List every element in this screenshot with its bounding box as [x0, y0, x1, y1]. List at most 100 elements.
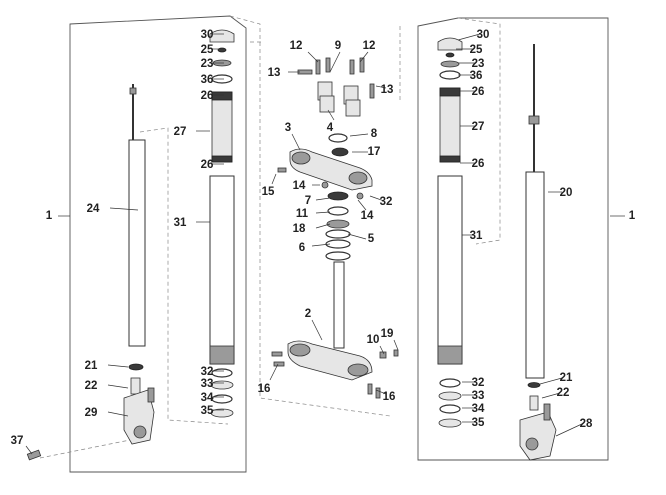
leader-line-c18 — [315, 223, 331, 229]
leader-line-c22b — [541, 392, 561, 399]
leader-line-c2 — [311, 319, 323, 341]
callout-c35a: 35 — [201, 405, 214, 417]
lower-triple-clamp — [271, 261, 399, 399]
callout-c27b: 27 — [472, 121, 485, 133]
callout-c24: 24 — [87, 203, 100, 215]
leader-line-c21b — [539, 377, 563, 385]
right-upper-parts — [437, 37, 463, 428]
callout-c20: 20 — [560, 187, 573, 199]
callout-c21b: 21 — [560, 372, 573, 384]
callout-c15: 15 — [262, 186, 275, 198]
leader-line-c10 — [379, 345, 385, 355]
callout-c13a: 13 — [268, 67, 281, 79]
callout-c32a: 32 — [201, 366, 214, 378]
leader-line-c6 — [311, 243, 331, 247]
callout-c1b: 1 — [629, 210, 636, 222]
callout-c16a: 16 — [258, 383, 271, 395]
callout-c32b: 32 — [380, 196, 393, 208]
callout-c18: 18 — [293, 223, 306, 235]
callout-c35b: 35 — [472, 417, 485, 429]
leader-line-c7 — [315, 197, 331, 201]
leader-line-c37 — [25, 445, 33, 455]
callout-c33a: 33 — [201, 378, 214, 390]
callout-c25a: 25 — [201, 44, 214, 56]
left-upper-parts — [209, 29, 235, 418]
callout-c26c: 26 — [472, 86, 485, 98]
callout-c19: 19 — [381, 328, 394, 340]
callout-c12b: 12 — [363, 40, 376, 52]
leader-line-c24 — [109, 207, 139, 211]
callout-c7: 7 — [305, 195, 311, 207]
callout-c31a: 31 — [174, 217, 187, 229]
callout-c9: 9 — [335, 40, 341, 52]
callout-c26b: 26 — [201, 159, 214, 171]
leader-line-c16b — [375, 389, 387, 395]
steering-bearings — [277, 167, 364, 261]
callout-c32c: 32 — [472, 377, 485, 389]
leader-line-c22a — [107, 384, 129, 389]
right-assembly-frame — [417, 17, 609, 461]
callout-c23a: 23 — [201, 58, 214, 70]
callout-c28: 28 — [580, 418, 593, 430]
handlebar-clamps — [297, 57, 375, 117]
callout-c37: 37 — [11, 435, 24, 447]
left-fork-bottom — [123, 387, 155, 445]
callout-c14b: 14 — [361, 210, 374, 222]
callout-c17: 17 — [368, 146, 381, 158]
leader-line-c32b — [369, 195, 385, 202]
left-assembly-frame — [69, 15, 247, 473]
callout-c22b: 22 — [557, 387, 570, 399]
callout-c13b: 13 — [381, 84, 394, 96]
callout-c14a: 14 — [293, 180, 306, 192]
leader-line-c29 — [107, 411, 129, 417]
leader-line-c21a — [107, 364, 129, 368]
leader-line-c16a — [269, 363, 279, 381]
leader-line-c3 — [291, 133, 301, 151]
leader-line-c15 — [271, 173, 277, 185]
callout-c36a: 36 — [201, 74, 214, 86]
callout-c23b: 23 — [472, 58, 485, 70]
callout-c25b: 25 — [470, 44, 483, 56]
leader-line-c4 — [327, 109, 335, 121]
leader-line-c12b — [359, 51, 369, 63]
callout-c34a: 34 — [201, 392, 214, 404]
callout-c33b: 33 — [472, 390, 485, 402]
leader-line-c12a — [307, 51, 319, 63]
callout-c10: 10 — [367, 334, 380, 346]
leader-line-c28 — [555, 422, 585, 437]
callout-c36b: 36 — [470, 70, 483, 82]
callout-c22a: 22 — [85, 380, 98, 392]
leader-line-c9 — [329, 51, 341, 73]
callout-c34b: 34 — [472, 403, 485, 415]
leader-line-c8 — [349, 133, 369, 137]
leader-line-c5 — [347, 233, 367, 240]
callout-c4: 4 — [327, 122, 334, 134]
left-damper-rod — [128, 84, 146, 395]
callout-c27a: 27 — [174, 126, 187, 138]
callout-c30b: 30 — [477, 29, 490, 41]
callout-c31b: 31 — [470, 230, 483, 242]
callout-c26a: 26 — [201, 90, 214, 102]
callout-c16b: 16 — [383, 391, 396, 403]
callout-c30a: 30 — [201, 29, 214, 41]
right-fork-bottom — [519, 403, 557, 461]
leader-line-c13b — [375, 85, 387, 89]
callout-c29: 29 — [85, 407, 98, 419]
callout-c5: 5 — [368, 233, 375, 245]
right-cartridge — [525, 44, 545, 411]
callout-c11: 11 — [296, 208, 309, 220]
callout-c21a: 21 — [85, 360, 98, 372]
callout-c8: 8 — [371, 128, 378, 140]
callout-c26d: 26 — [472, 158, 485, 170]
callout-c2: 2 — [305, 308, 311, 320]
upper-triple-clamp — [289, 133, 373, 191]
callout-c3: 3 — [285, 122, 291, 134]
callout-c12a: 12 — [290, 40, 303, 52]
leader-line-c30b — [457, 33, 481, 41]
leader-line-c19 — [393, 339, 399, 351]
leader-line-c11 — [315, 211, 331, 214]
leader-line-c14b — [357, 199, 367, 211]
